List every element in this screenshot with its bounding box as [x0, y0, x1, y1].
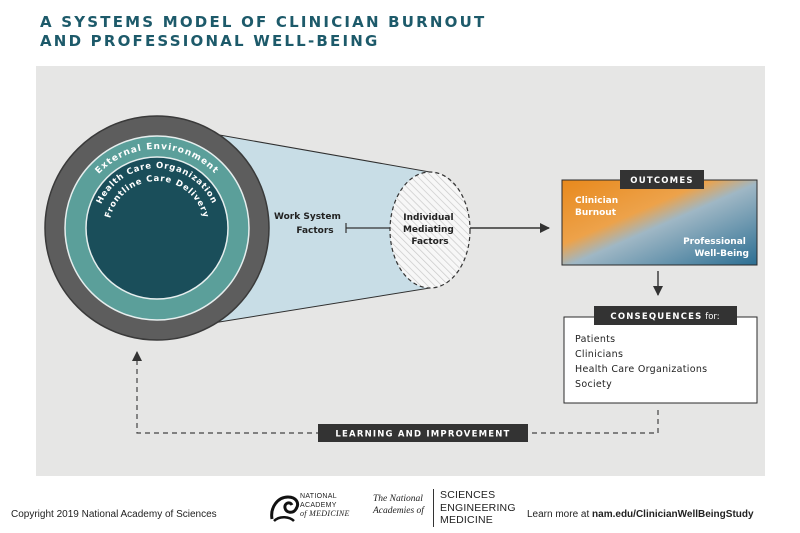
consequence-item: Health Care Organizations: [575, 364, 707, 375]
consequence-item: Patients: [575, 334, 615, 345]
nam-line-1: NATIONAL: [300, 493, 337, 500]
footer: Copyright 2019 National Academy of Scien…: [0, 478, 800, 533]
learning-improvement-box: [318, 424, 528, 442]
learning-improvement-label: LEARNING AND IMPROVEMENT: [335, 430, 510, 440]
na-line-2: Academies of: [373, 506, 424, 516]
frontline-care-delivery-disc: [85, 156, 229, 300]
outcomes-box: [561, 179, 758, 266]
sem-wordmark: SCIENCES ENGINEERING MEDICINE: [440, 489, 516, 527]
title-line-1: A SYSTEMS MODEL OF CLINICIAN BURNOUT: [40, 13, 487, 31]
consequence-item: Clinicians: [575, 349, 623, 360]
nam-line-2: ACADEMY: [300, 501, 337, 509]
learn-more-link[interactable]: nam.edu/ClinicianWellBeingStudy: [592, 509, 754, 520]
national-academies-wordmark: The National Academies of: [373, 493, 424, 517]
professional-well-being-label: Professional Well-Being: [683, 237, 749, 259]
individual-mediating-factors-label: Individual Mediating Factors: [403, 213, 457, 247]
individual-mediating-factors-ellipse: [389, 171, 471, 289]
consequences-list: Patients Clinicians Health Care Organiza…: [575, 334, 711, 390]
na-line-1: The National: [373, 494, 423, 504]
outcomes-header-box: [620, 170, 704, 189]
nam-wordmark: NATIONAL ACADEMY of MEDICINE: [300, 493, 350, 519]
learn-more-prefix: Learn more at: [527, 509, 593, 520]
nam-logo-icon: [270, 495, 300, 522]
learn-more-text: Learn more at nam.edu/ClinicianWellBeing…: [527, 509, 754, 520]
sem-line-3: MEDICINE: [440, 514, 493, 526]
consequences-box: [563, 316, 758, 404]
sem-line-1: SCIENCES: [440, 489, 496, 501]
nam-line-3: of MEDICINE: [300, 509, 350, 518]
systems-model-diagram: External Environment Health Care Organiz…: [44, 115, 758, 442]
outcomes-header: OUTCOMES: [630, 176, 693, 186]
title-line-2: AND PROFESSIONAL WELL-BEING: [40, 32, 380, 50]
consequences-header-box: [594, 306, 737, 325]
copyright-text: Copyright 2019 National Academy of Scien…: [11, 509, 217, 520]
work-system-factors-label: Work System Factors: [274, 212, 344, 236]
sem-line-2: ENGINEERING: [440, 501, 516, 514]
clinician-burnout-label: Clinician Burnout: [575, 196, 621, 218]
logo-divider: [433, 489, 434, 527]
page-title: A SYSTEMS MODEL OF CLINICIAN BURNOUT AND…: [40, 13, 486, 51]
consequences-header: CONSEQUENCES for:: [610, 312, 719, 322]
consequence-item: Society: [575, 379, 612, 390]
